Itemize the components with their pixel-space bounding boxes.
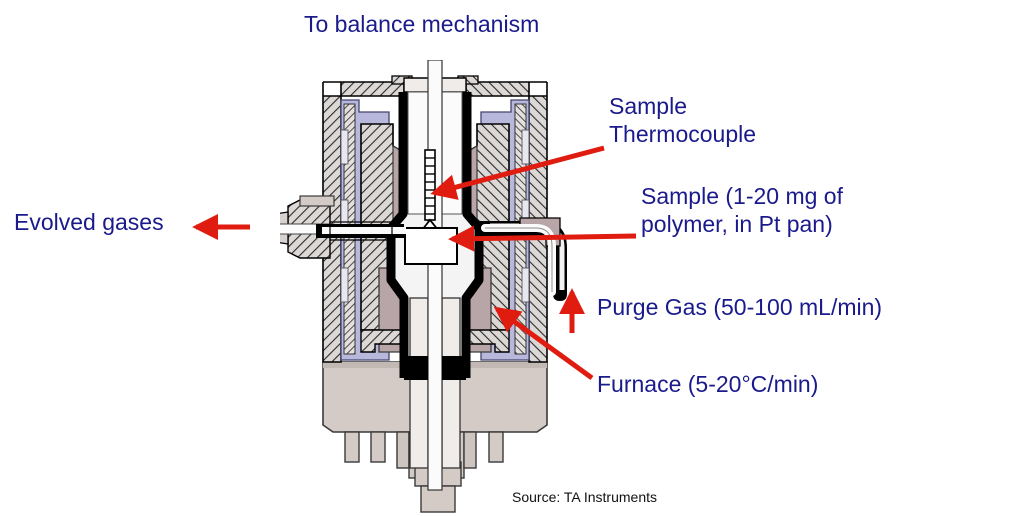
purge-gas-label: Purge Gas (50-100 mL/min) (597, 294, 883, 320)
sample-pan-label-line1: Sample (1-20 mg of (641, 183, 843, 209)
evolved-gases-label: Evolved gases (14, 209, 164, 235)
source-credit: Source: TA Instruments (512, 489, 657, 505)
sample-thermocouple (424, 149, 436, 221)
sample-thermocouple-label-line1: Sample (609, 93, 687, 119)
furnace-label: Furnace (5-20°C/min) (597, 371, 819, 397)
evolved-gas-outlet (280, 195, 406, 259)
sample-thermocouple-label-line2: Thermocouple (609, 121, 757, 147)
page-title: To balance mechanism (304, 11, 540, 37)
sample-pan-label-line2: polymer, in Pt pan) (641, 211, 833, 237)
